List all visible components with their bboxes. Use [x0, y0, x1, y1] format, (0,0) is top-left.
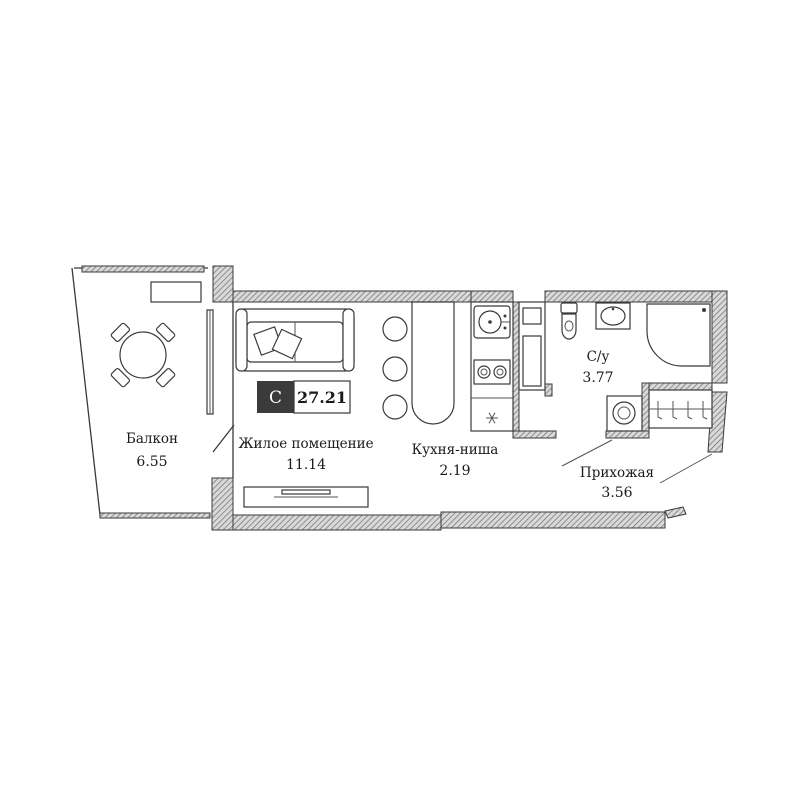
wall-bath-bottom-left: [512, 430, 557, 439]
wall-bath-stub: [544, 383, 553, 397]
shower-tray-icon: [646, 303, 711, 367]
wall-bottom-left: [232, 514, 442, 531]
room-name-bathroom: С/у: [587, 349, 610, 365]
badge-total-area: 27.21: [297, 388, 347, 407]
room-area-bathroom: 3.77: [582, 370, 613, 386]
balcony-rail-bottom: [99, 512, 211, 519]
room-area-hallway: 3.56: [601, 485, 632, 501]
wall-hall-closet-bottom: [605, 430, 650, 439]
washing-machine-icon: [606, 395, 643, 432]
balcony-door-swing: [212, 424, 235, 453]
toilet-icon: [560, 302, 578, 340]
wall-top-bath: [544, 290, 728, 303]
dining-set-icon: [110, 322, 176, 388]
wall-bottom-corner: [664, 506, 687, 519]
tv-stand-icon: [243, 486, 369, 508]
badge-area-box: [293, 380, 351, 414]
balcony: Балкон 6.55: [71, 265, 235, 519]
walls: [211, 265, 728, 531]
room-name-kitchen: Кухня-ниша: [412, 442, 499, 458]
entry-door-swing: [659, 453, 713, 484]
hall-door-line: [561, 439, 613, 467]
bath-cabinet-door: [522, 335, 542, 387]
wall-right-lower: [707, 391, 728, 453]
snowflake-icon: [486, 412, 498, 424]
kitchen-niche: Кухня-ниша 2.19: [382, 301, 514, 479]
washbasin-icon: [595, 302, 631, 330]
wall-hall-closet: [641, 382, 650, 439]
sofa-icon: [235, 308, 355, 372]
hallway: Прихожая 3.56: [561, 389, 713, 501]
sink-icon: [473, 305, 511, 339]
wardrobe-icon: [648, 389, 713, 429]
room-name-balcony: Балкон: [126, 431, 178, 447]
balcony-rail-top: [81, 265, 205, 273]
wall-right-upper: [711, 290, 728, 384]
bath-cabinet-drawer: [522, 307, 542, 325]
bar-stool-icon: [382, 356, 408, 382]
bar-stool-icon: [382, 316, 408, 342]
apartment-badge: C 27.21: [257, 380, 351, 414]
bar-counter: [411, 301, 455, 425]
balcony-storage-box: [150, 281, 202, 303]
wall-left-top: [212, 265, 234, 303]
living-room: Жилое помещение 11.14: [235, 308, 374, 508]
room-area-kitchen: 2.19: [439, 463, 470, 479]
wall-bath-left: [512, 301, 520, 439]
badge-type: C: [269, 388, 282, 408]
badge-type-box: [257, 381, 294, 413]
wall-top-living: [232, 290, 472, 303]
room-name-hallway: Прихожая: [580, 465, 654, 481]
bathroom: С/у 3.77: [518, 301, 711, 391]
room-area-living: 11.14: [286, 457, 326, 473]
wall-bottom-right: [440, 511, 666, 529]
wall-top-kitchen: [470, 290, 514, 303]
wall-left-bottom: [211, 477, 234, 531]
stove-icon: [473, 359, 511, 385]
balcony-outline: [71, 267, 208, 516]
bar-stool-icon: [382, 394, 408, 420]
wall-bath-bottom-right: [641, 382, 713, 391]
room-name-living: Жилое помещение: [238, 436, 373, 452]
room-area-balcony: 6.55: [136, 454, 167, 470]
